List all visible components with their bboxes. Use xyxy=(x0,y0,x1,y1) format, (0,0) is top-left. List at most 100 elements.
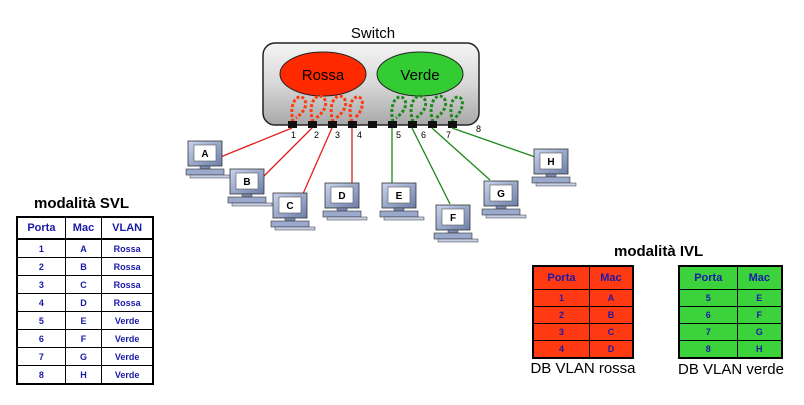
svl-cell: Rossa xyxy=(101,257,154,276)
port-label: 7 xyxy=(446,130,451,140)
computer-icon: H xyxy=(531,148,577,187)
green-db-caption: DB VLAN verde xyxy=(678,361,784,378)
host-label: A xyxy=(201,149,208,160)
ivl-title: modalità IVL xyxy=(614,243,703,260)
host-label: G xyxy=(497,189,505,200)
red-db-cell: A xyxy=(588,289,634,307)
svl-header-mac: Mac xyxy=(64,216,103,240)
svl-title: modalità SVL xyxy=(34,195,129,212)
svl-cell: 2 xyxy=(16,257,66,276)
vlan-verde-links xyxy=(390,94,464,123)
svl-cell: 7 xyxy=(16,347,66,366)
vlan-rossa-links xyxy=(290,94,364,123)
port-label: 1 xyxy=(291,130,296,140)
svl-cell: D xyxy=(64,293,103,312)
red-db-cell: C xyxy=(588,323,634,341)
svl-cell: C xyxy=(64,275,103,294)
host-label: D xyxy=(338,191,345,202)
green-db-cell: G xyxy=(736,323,783,341)
svl-cell: Rossa xyxy=(101,275,154,294)
red-db-caption: DB VLAN rossa xyxy=(530,360,636,377)
red-db-cell: D xyxy=(588,340,634,359)
svl-cell: Verde xyxy=(101,329,154,348)
svl-cell: Verde xyxy=(101,347,154,366)
svl-cell: F xyxy=(64,329,103,348)
red-db-cell: 3 xyxy=(532,323,590,341)
svl-cell: 5 xyxy=(16,311,66,330)
vlan-verde-label: Verde xyxy=(400,67,439,84)
svl-cell: A xyxy=(64,238,103,258)
computer-icon: F xyxy=(433,204,479,243)
computer-icon: C xyxy=(270,192,316,231)
port-label: 2 xyxy=(314,130,319,140)
host-label: H xyxy=(547,157,554,168)
host-label: E xyxy=(396,191,403,202)
port-label: 5 xyxy=(396,130,401,140)
svl-cell: B xyxy=(64,257,103,276)
red-db-cell: 2 xyxy=(532,306,590,324)
green-db-cell: 8 xyxy=(678,340,738,359)
green-header-mac: Mac xyxy=(736,265,783,290)
red-header-mac: Mac xyxy=(588,265,634,290)
svl-cell: 3 xyxy=(16,275,66,294)
red-header-porta: Porta xyxy=(532,265,590,290)
green-db-cell: F xyxy=(736,306,783,324)
vlan-rossa-label: Rossa xyxy=(302,67,345,84)
svl-cell: Rossa xyxy=(101,293,154,312)
green-db-cell: 5 xyxy=(678,289,738,307)
green-db-cell: 6 xyxy=(678,306,738,324)
host-label: B xyxy=(243,177,250,188)
green-header-porta: Porta xyxy=(678,265,738,290)
svl-cell: 4 xyxy=(16,293,66,312)
svl-cell: 6 xyxy=(16,329,66,348)
red-db-cell: B xyxy=(588,306,634,324)
svl-cell: 1 xyxy=(16,238,66,258)
green-db-cell: E xyxy=(736,289,783,307)
port-label: 6 xyxy=(421,130,426,140)
cables-rossa xyxy=(217,127,353,197)
switch-ports xyxy=(288,121,457,128)
port-label: 3 xyxy=(335,130,340,140)
svl-cell: Rossa xyxy=(101,238,154,258)
port-label: 8 xyxy=(476,124,481,134)
svl-cell: H xyxy=(64,365,103,385)
svl-cell: E xyxy=(64,311,103,330)
cables-verde xyxy=(391,127,539,205)
red-db-cell: 4 xyxy=(532,340,590,359)
svl-header-vlan: VLAN xyxy=(101,216,154,240)
svl-cell: Verde xyxy=(101,365,154,385)
green-db-cell: 7 xyxy=(678,323,738,341)
host-label: C xyxy=(286,201,293,212)
svl-header-porta: Porta xyxy=(16,216,66,240)
computer-icon: E xyxy=(379,182,425,221)
switch-title: Switch xyxy=(351,25,395,42)
computer-icon: D xyxy=(322,182,368,221)
computer-icon: A xyxy=(185,140,231,179)
host-label: F xyxy=(450,213,456,224)
computer-icon: B xyxy=(227,168,273,207)
red-db-cell: 1 xyxy=(532,289,590,307)
computer-icon: G xyxy=(481,180,527,219)
svl-cell: 8 xyxy=(16,365,66,385)
green-db-cell: H xyxy=(736,340,783,359)
